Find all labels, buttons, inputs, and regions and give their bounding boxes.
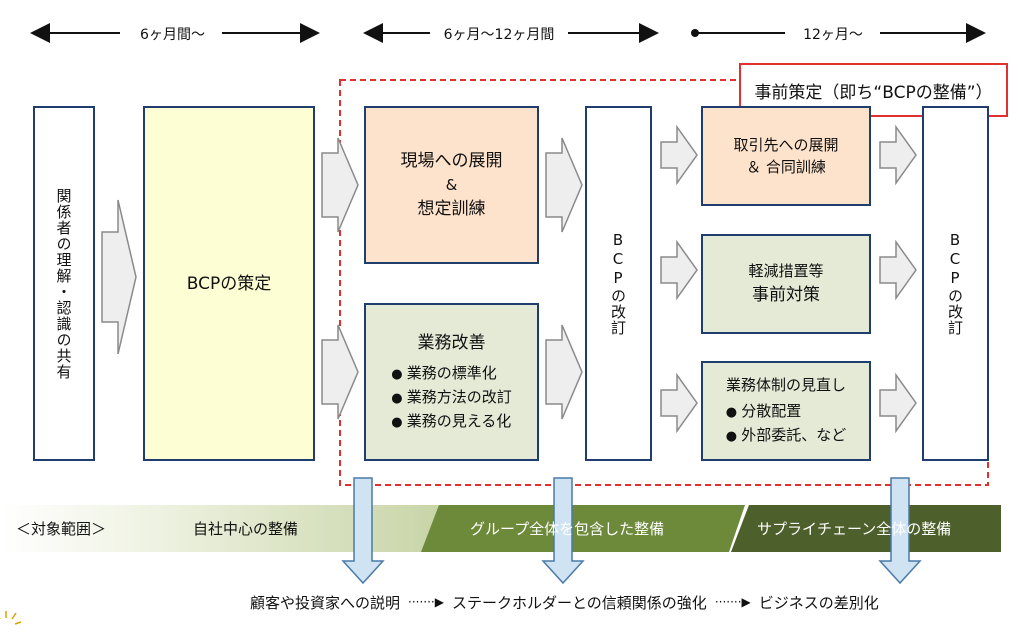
box-bcp-revision-2: BCPの改訂	[922, 106, 989, 461]
box-structure-review: 業務体制の見直し 分散配置 外部委託、など	[701, 361, 871, 461]
business-improvement-list: 業務の標準化 業務方法の改訂 業務の見える化	[391, 362, 512, 434]
structure-review-list: 分散配置 外部委託、など	[726, 400, 847, 448]
field-deployment-line1: 現場への展開	[400, 151, 503, 171]
box-stakeholder-understanding: 関係者の理解・認識の共有	[33, 106, 95, 461]
timeline-label-phase1: 6ヶ月間～	[140, 27, 205, 43]
box-bcp-revision-1: BCPの改訂	[585, 106, 652, 461]
outcome-trust: ステークホルダーとの信頼関係の強化	[451, 594, 707, 612]
box-partner-deployment: 取引先への展開 ＆ 合同訓練	[701, 106, 871, 206]
timeline-label-phase3: 12ヶ月～	[803, 27, 863, 43]
chevron-arrow	[660, 124, 698, 186]
box-bcp-formulation: BCPの策定	[143, 106, 315, 461]
scope-band-3	[731, 505, 1001, 552]
scope-band-2-label: グループ全体を包含した整備	[470, 520, 665, 538]
list-item: 外部委託、など	[726, 424, 846, 448]
box-field-deployment: 現場への展開 & 想定訓練	[364, 106, 539, 264]
chevron-arrow	[321, 137, 359, 233]
list-item: 業務方法の改訂	[391, 386, 512, 410]
field-deployment-line3: 想定訓練	[417, 199, 486, 219]
box-mitigation: 軽減措置等 事前対策	[701, 234, 871, 334]
scope-band-3-label: サプライチェーン全体の整備	[757, 520, 952, 538]
outcome-separator: ·······▶	[714, 595, 751, 609]
scope-band-1	[0, 505, 447, 552]
down-arrow	[541, 477, 585, 585]
timeline-label-phase2: 6ヶ月～12ヶ月間	[443, 27, 555, 43]
field-deployment-line2: &	[445, 176, 458, 194]
down-arrow	[341, 477, 385, 585]
outcome-explanation: 顧客や投資家への説明	[250, 594, 401, 612]
mitigation-line2: 事前対策	[752, 285, 820, 305]
box-business-improvement: 業務改善 業務の標準化 業務方法の改訂 業務の見える化	[364, 303, 539, 461]
partner-deployment-line1: 取引先への展開	[733, 136, 839, 154]
chevron-arrow	[101, 199, 137, 355]
chevron-arrow	[879, 124, 917, 186]
chevron-arrow	[879, 372, 917, 434]
outcome-separator: ·······▶	[408, 595, 444, 609]
business-improvement-title: 業務改善	[417, 333, 486, 353]
chevron-arrow	[660, 372, 698, 434]
box-bcp-formulation-label: BCPの策定	[186, 273, 272, 294]
down-arrow	[878, 477, 922, 585]
outcome-differentiation: ビジネスの差別化	[758, 594, 879, 612]
structure-review-title: 業務体制の見直し	[725, 376, 846, 394]
outcomes-row: 顧客や投資家への説明 ·······▶ ステークホルダーとの信頼関係の強化 ··…	[250, 592, 879, 613]
scope-band-2	[421, 505, 745, 552]
scope-band-1-label: 自社中心の整備	[193, 520, 299, 538]
chevron-arrow	[660, 239, 698, 301]
list-item: 業務の標準化	[391, 362, 512, 386]
mitigation-line1: 軽減措置等	[748, 262, 824, 280]
scope-label: ＜対象範囲＞	[16, 520, 107, 538]
sun-icon	[0, 611, 22, 625]
chevron-arrow	[545, 137, 583, 233]
partner-deployment-line2: ＆ 合同訓練	[746, 158, 826, 176]
chevron-arrow	[879, 239, 917, 301]
chevron-arrow	[321, 324, 359, 420]
list-item: 業務の見える化	[391, 410, 512, 434]
list-item: 分散配置	[726, 400, 847, 424]
chevron-arrow	[545, 324, 583, 420]
